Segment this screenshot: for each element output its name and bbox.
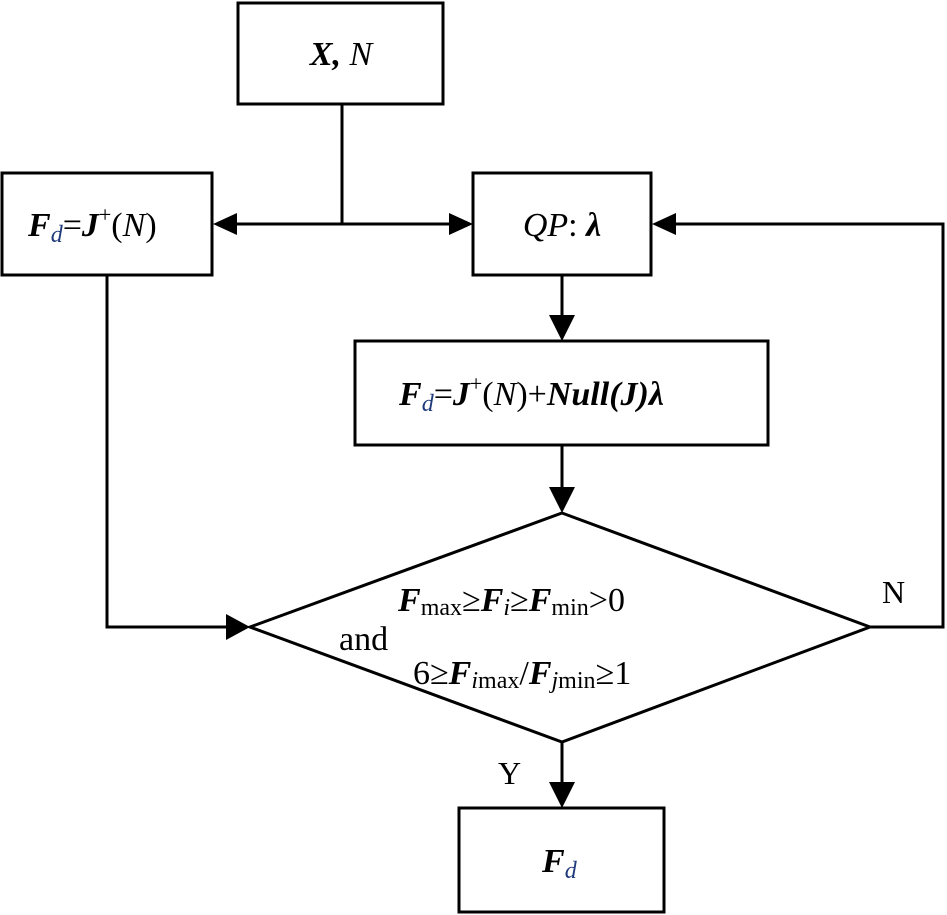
node-input: X, N [236,1,445,106]
arrow-to-nullspace [549,315,575,341]
node-decision: Fmax≥Fi≥Fmin>0 and 6≥Fimax/Fjmin≥1 [245,511,875,744]
arrow-to-decision-top [549,487,575,513]
decision-and-label: and [339,621,388,658]
output-label: Fd [541,843,578,884]
arrow-to-qp [449,213,473,235]
pseudo-inverse-box [0,171,214,277]
decision-condition-1: Fmax≥Fi≥Fmin>0 [397,582,625,621]
output-box [457,806,666,914]
input-label: X, N [309,36,375,73]
node-nullspace: Fd=J+(N)+Null(J)λ [353,339,770,447]
qp-label: QP: λ [523,207,601,244]
node-output: Fd [457,806,666,914]
nullspace-box [353,339,770,447]
connector-no-loop [672,222,945,629]
decision-diamond [245,511,875,744]
qp-box [471,171,653,277]
arrow-to-decision-left [226,614,250,640]
arrow-to-output [549,782,575,808]
node-pseudo-inverse: Fd=J+(N) [0,171,214,277]
decision-condition-2: 6≥Fimax/Fjmin≥1 [413,655,631,694]
edge-label-yes: Y [498,755,521,791]
edge-label-no: N [882,574,905,610]
input-box [236,1,445,106]
nullspace-label: Fd=J+(N)+Null(J)λ [398,371,664,417]
arrow-to-pseudo-inverse [213,213,237,235]
connector-pseudo-inverse-to-decision [105,275,232,629]
node-qp: QP: λ [471,171,653,277]
pseudo-inverse-label: Fd=J+(N) [27,202,157,248]
arrow-loop-to-qp [652,213,676,235]
